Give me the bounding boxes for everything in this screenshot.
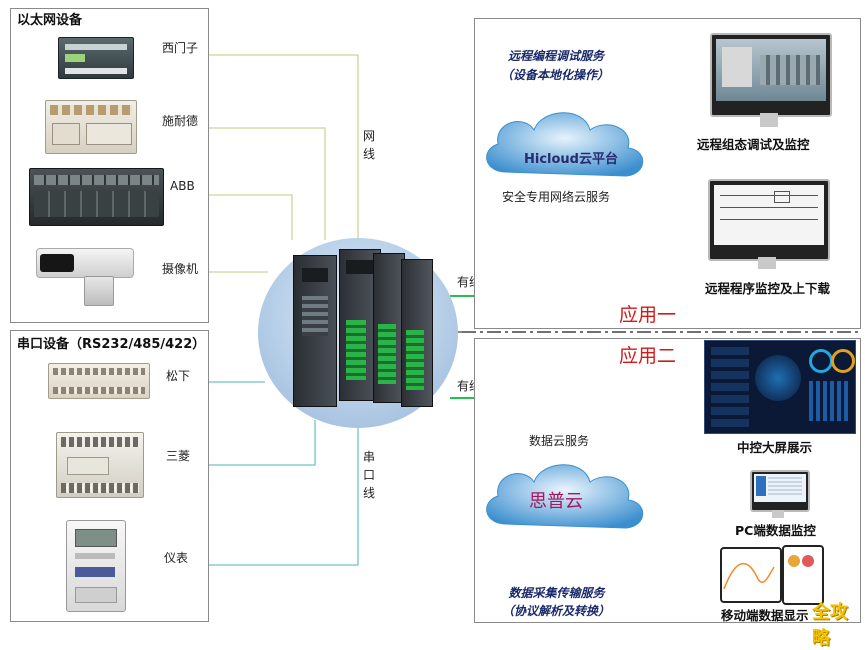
application-two-label: 应用二 [619, 345, 677, 367]
monitor-program-image [708, 179, 830, 261]
hicloud-subtitle: 安全专用网络云服务 [502, 190, 611, 204]
mobile-screens-image [720, 545, 824, 605]
hicloud-cloud-icon [486, 112, 644, 177]
output-central-screen: 中控大屏展示 [737, 440, 813, 455]
monitor-scada-image [710, 33, 832, 117]
serial-devices-title: 串口设备（RS232/485/422） [17, 337, 206, 352]
ethernet-devices-title: 以太网设备 [17, 13, 83, 28]
monitor-scada-stand [760, 113, 778, 127]
device-label-abb: ABB [170, 179, 195, 193]
pc-monitor-stand [772, 510, 784, 518]
output-pc-monitor: PC端数据监控 [735, 523, 816, 538]
device-label-schneider: 施耐德 [162, 114, 199, 128]
serial-cable-text: 串口线 [362, 450, 375, 500]
monitor-program-stand [758, 257, 776, 269]
gateway-devices-image [293, 243, 435, 408]
watermark-text: 全攻略 [812, 602, 848, 649]
output-mobile-display: 移动端数据显示 [721, 608, 809, 623]
meter-image [66, 520, 126, 612]
watermark-logo: 全攻略 [812, 598, 865, 650]
hicloud-name: Hicloud云平台 [524, 152, 618, 167]
remote-programming-title: 远程编程调试服务 [507, 49, 604, 63]
mitsubishi-plc-image [56, 432, 144, 498]
pc-monitor-image [750, 470, 810, 512]
output-remote-program: 远程程序监控及上下载 [705, 281, 831, 296]
data-collection-subtitle: （协议解析及转换） [501, 604, 610, 618]
siemens-plc-image [58, 37, 134, 79]
device-label-panasonic: 松下 [166, 369, 191, 383]
remote-programming-subtitle: （设备本地化操作） [500, 68, 609, 82]
abb-plc-image [29, 168, 164, 226]
sipu-cloud-icon [486, 464, 644, 529]
device-label-siemens: 西门子 [162, 41, 199, 55]
schneider-plc-image [45, 100, 137, 154]
data-cloud-caption: 数据云服务 [529, 434, 590, 448]
device-label-meter: 仪表 [164, 551, 189, 565]
camera-image [36, 244, 136, 306]
device-label-mitsubishi: 三菱 [166, 449, 191, 463]
dashboard-screen-image [704, 340, 856, 434]
panasonic-plc-image [48, 363, 150, 399]
network-cable-label: 网线 [362, 127, 376, 163]
network-cable-text: 网线 [362, 129, 375, 161]
data-collection-title: 数据采集传输服务 [508, 586, 605, 600]
output-remote-config: 远程组态调试及监控 [697, 137, 810, 152]
sipu-cloud-name: 思普云 [529, 491, 583, 512]
serial-cable-label: 串口线 [362, 448, 376, 502]
device-label-camera: 摄像机 [162, 262, 199, 276]
application-one-label: 应用一 [619, 304, 677, 326]
